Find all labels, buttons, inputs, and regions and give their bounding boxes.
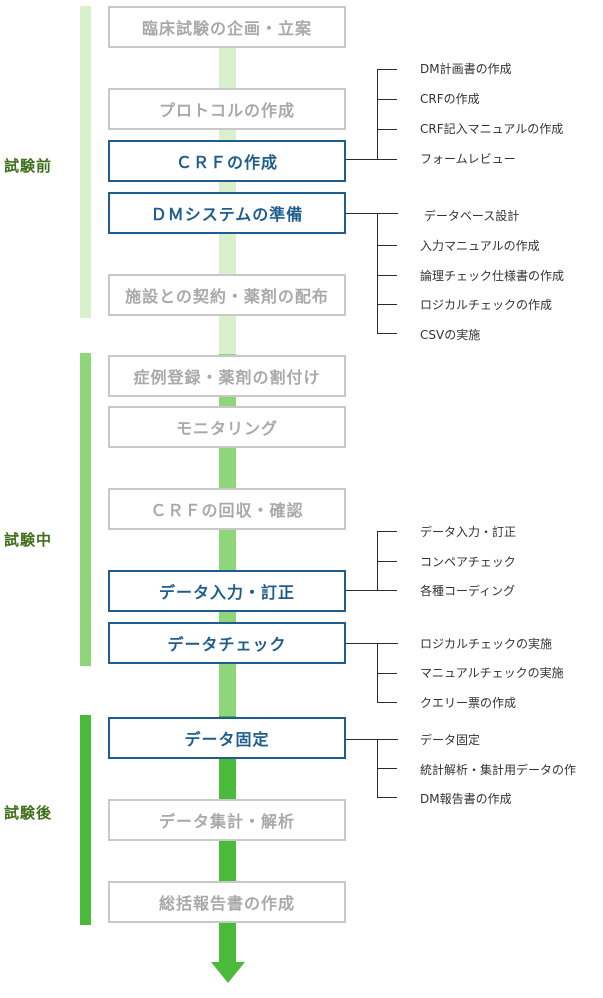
- connector-check-tick-2: [377, 673, 397, 674]
- step-monitoring: モニタリング: [108, 406, 346, 448]
- detail-dm-3: 論理チェック仕様書の作成: [420, 269, 565, 283]
- detail-dm-1: データベース設計: [420, 209, 520, 223]
- connector-dm-tick-4: [377, 304, 397, 305]
- connector-dm-v: [377, 213, 378, 334]
- detail-entry-3: 各種コーディング: [420, 584, 516, 598]
- step-data-entry: データ入力・訂正: [108, 570, 346, 612]
- step-data-lock: データ固定: [108, 717, 346, 759]
- connector-check-tick-3: [377, 702, 397, 703]
- connector-entry-tick-2: [377, 561, 397, 562]
- connector-dm-tick-2: [377, 245, 397, 246]
- step-registration: 症例登録・薬剤の割付け: [108, 355, 346, 397]
- connector-dm-h: [346, 213, 398, 214]
- detail-check-3: クエリー票の作成: [420, 696, 517, 710]
- connector-crf-tick-3: [377, 129, 397, 130]
- connector-entry-tick-1: [377, 531, 397, 532]
- step-data-check: データチェック: [108, 622, 346, 664]
- detail-crf-3: CRF記入マニュアルの作成: [420, 122, 564, 136]
- detail-dm-5: CSVの実施: [420, 328, 481, 342]
- connector-crf-tick-1: [377, 69, 397, 70]
- connector-dm-tick-5: [377, 333, 397, 334]
- step-crf-create: ＣＲＦの作成: [108, 140, 346, 182]
- detail-crf-4: フォームレビュー: [420, 152, 516, 166]
- phase-bar-pre: [80, 6, 91, 318]
- detail-check-1: ロジカルチェックの実施: [420, 637, 553, 651]
- step-report: 総括報告書の作成: [108, 881, 346, 923]
- step-planning: 臨床試験の企画・立案: [108, 6, 346, 48]
- detail-lock-3: DM報告書の作成: [420, 792, 512, 806]
- connector-dm-tick-3: [377, 275, 397, 276]
- detail-check-2: マニュアルチェックの実施: [420, 666, 564, 680]
- connector-entry-h: [346, 590, 378, 591]
- connector-entry-tick-3: [377, 590, 397, 591]
- detail-lock-1: データ固定: [420, 733, 481, 747]
- detail-entry-1: データ入力・訂正: [420, 525, 517, 539]
- flow-arrow-head: [211, 962, 245, 983]
- connector-crf-h: [346, 159, 378, 160]
- connector-crf-v: [377, 69, 378, 160]
- detail-entry-2: コンペアチェック: [420, 555, 516, 569]
- detail-crf-1: DM計画書の作成: [420, 62, 512, 76]
- connector-lock-h: [346, 739, 398, 740]
- step-protocol: プロトコルの作成: [108, 88, 346, 130]
- step-contract: 施設との契約・薬剤の配布: [108, 274, 346, 316]
- connector-lock-tick-2: [377, 768, 397, 769]
- detail-dm-2: 入力マニュアルの作成: [420, 239, 540, 253]
- phase-label-pre: 試験前: [4, 157, 53, 175]
- detail-lock-2: 統計解析・集計用データの作: [420, 763, 577, 777]
- phase-bar-mid: [80, 353, 91, 666]
- detail-crf-2: CRFの作成: [420, 92, 480, 106]
- step-crf-collect: ＣＲＦの回収・確認: [108, 488, 346, 530]
- connector-crf-tick-2: [377, 99, 397, 100]
- phase-label-mid: 試験中: [4, 531, 53, 549]
- connector-check-h: [346, 643, 398, 644]
- step-analysis: データ集計・解析: [108, 799, 346, 841]
- phase-bar-post: [80, 715, 91, 925]
- detail-dm-4: ロジカルチェックの作成: [420, 298, 553, 312]
- connector-crf-tick-4: [377, 159, 397, 160]
- connector-lock-tick-3: [377, 797, 397, 798]
- step-dm-system: ＤＭシステムの準備: [108, 192, 346, 234]
- phase-label-post: 試験後: [4, 804, 53, 822]
